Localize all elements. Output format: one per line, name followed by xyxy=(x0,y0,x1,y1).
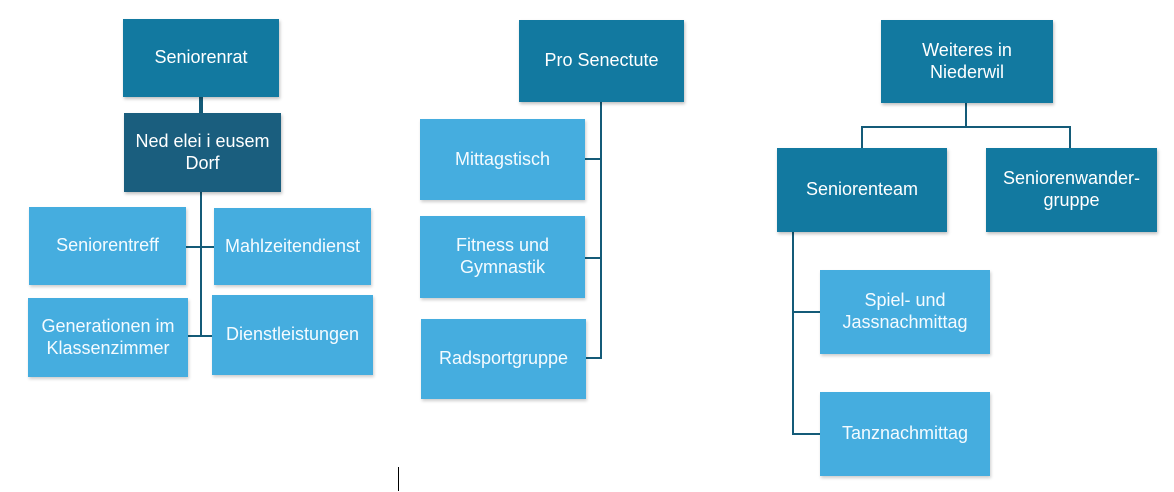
connector-line xyxy=(792,311,820,313)
node-pro-senectute: Pro Senectute xyxy=(519,20,684,102)
connector-line xyxy=(186,246,202,248)
connector-line xyxy=(861,126,863,148)
node-mahlzeitendienst: Mahlzeitendienst xyxy=(214,208,371,285)
connector-line xyxy=(202,246,214,248)
connector-line xyxy=(600,102,602,359)
node-seniorenrat: Seniorenrat xyxy=(123,19,279,97)
node-seniorentreff: Seniorentreff xyxy=(29,207,186,285)
text-cursor xyxy=(398,467,399,491)
node-seniorenteam: Seniorenteam xyxy=(777,148,947,232)
node-seniorenwandergruppe: Seniorenwander-gruppe xyxy=(986,148,1157,232)
node-ned-elei-i-eusem-dorf: Ned elei i eusem Dorf xyxy=(124,113,281,192)
node-spiel-und-jassnachmittag: Spiel- und Jassnachmittag xyxy=(820,270,990,354)
connector-line xyxy=(199,97,203,113)
node-fitness-und-gymnastik: Fitness und Gymnastik xyxy=(420,216,585,298)
node-tanznachmittag: Tanznachmittag xyxy=(820,392,990,476)
connector-line xyxy=(585,158,601,160)
connector-line xyxy=(202,335,212,337)
connector-line xyxy=(1069,126,1071,148)
node-weiteres-in-niederwil: Weiteres in Niederwil xyxy=(881,20,1053,103)
connector-line xyxy=(586,357,601,359)
connector-line xyxy=(861,126,1071,128)
connector-line xyxy=(200,192,202,336)
node-mittagstisch: Mittagstisch xyxy=(420,119,585,200)
connector-line xyxy=(965,103,967,127)
node-radsportgruppe: Radsportgruppe xyxy=(421,319,586,399)
node-dienstleistungen: Dienstleistungen xyxy=(212,295,373,375)
connector-line xyxy=(792,232,794,435)
connector-line xyxy=(585,257,601,259)
node-generationen-im-klassenzimmer: Generationen im Klassenzimmer xyxy=(28,298,188,377)
connector-line xyxy=(792,433,820,435)
connector-line xyxy=(188,335,202,337)
